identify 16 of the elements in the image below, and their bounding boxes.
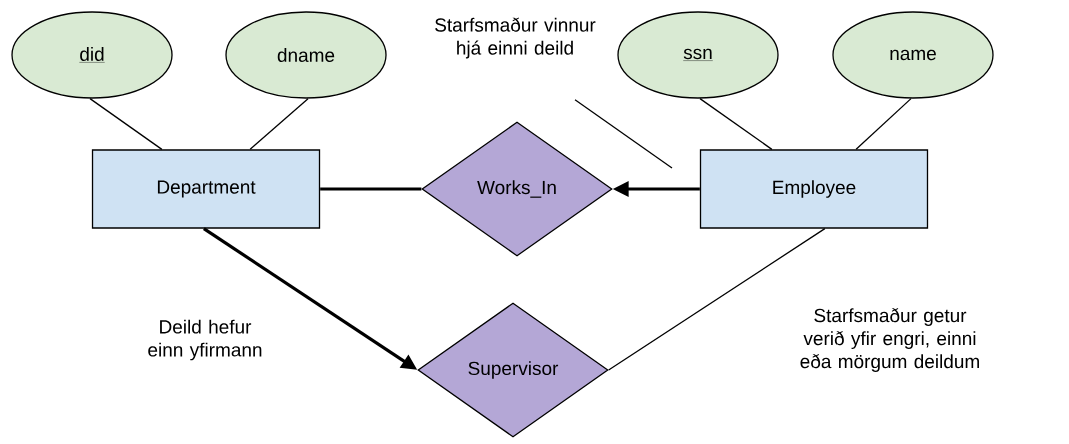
leader-line [574, 99, 673, 169]
note-text: Starfsmaður getur verið yfir engri, einni eða mörgum deildum [800, 308, 979, 372]
connector-line [699, 98, 773, 150]
ellipse-node: name [832, 11, 994, 99]
annotation-text: Starfsmaður vinnur hjá einni deild [435, 17, 596, 59]
ellipse-node: ssn [617, 11, 779, 99]
note-text: Deild hefur einn yfirmann [148, 319, 262, 361]
connector-line [249, 98, 309, 150]
connector-line [608, 228, 826, 371]
entity-box: Employee [699, 149, 929, 229]
ellipse-node: did [11, 11, 173, 99]
connector-line [89, 98, 163, 150]
ellipse-node: dname [225, 11, 387, 99]
entity-box: Department [91, 149, 321, 229]
connector-line [855, 98, 912, 150]
connector-line [320, 187, 422, 191]
